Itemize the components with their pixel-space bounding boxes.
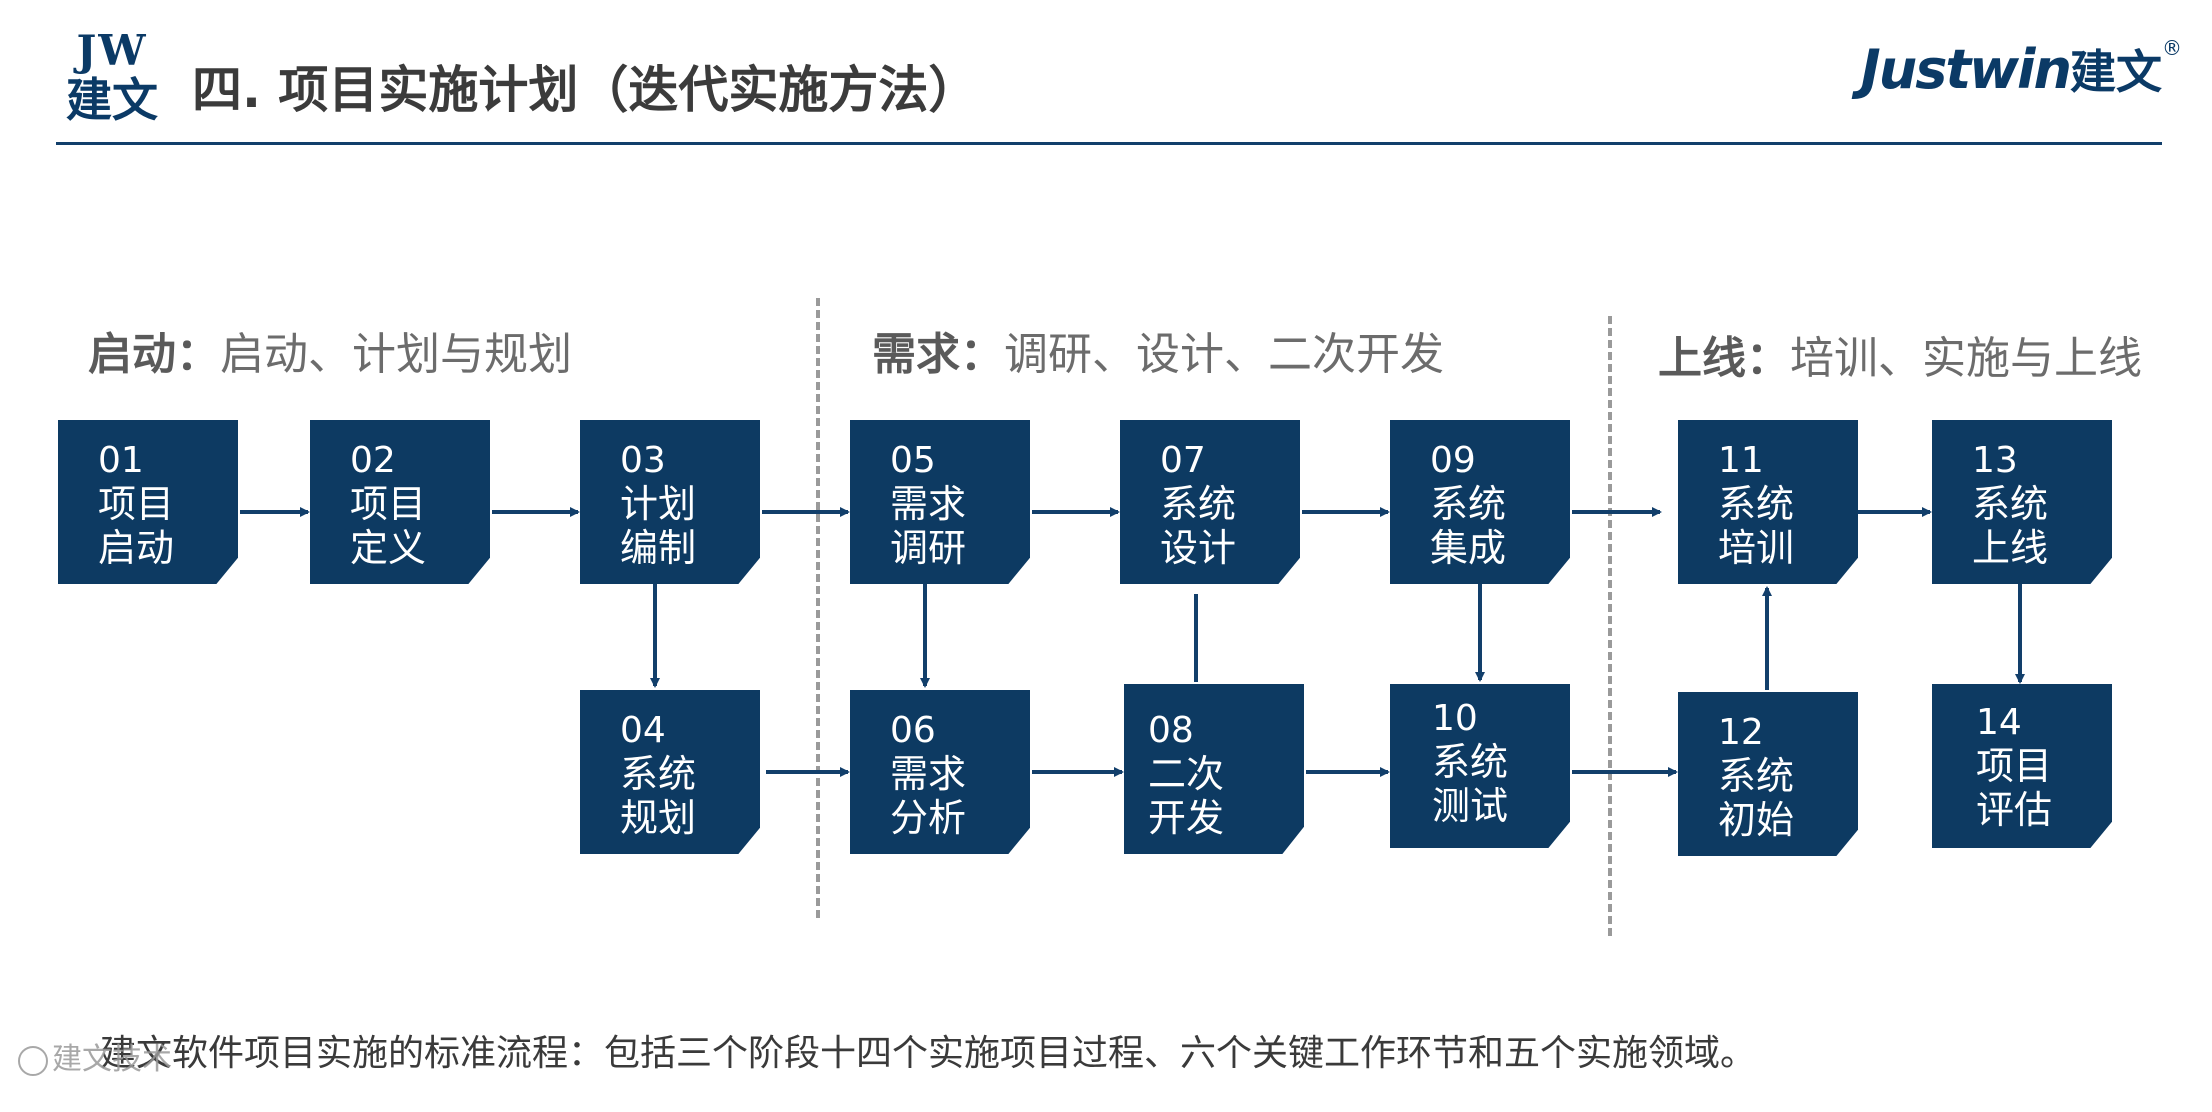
step-box-12: 12 系统 初始	[1678, 692, 1858, 856]
step-number: 14	[1976, 702, 2022, 743]
step-number: 13	[1972, 440, 2018, 481]
step-label-line1: 系统	[1430, 482, 1507, 526]
watermark-text: 建文技术	[52, 1042, 172, 1077]
step-label-line2: 规划	[620, 796, 697, 840]
step-number: 06	[890, 710, 936, 751]
step-number: 11	[1718, 440, 1764, 481]
step-number: 05	[890, 440, 936, 481]
phase-desc: 调研、设计、二次开发	[1004, 329, 1444, 380]
phase-divider-1	[816, 298, 820, 918]
step-label-line2: 上线	[1972, 526, 2049, 570]
step-label-line1: 系统	[1972, 482, 2049, 526]
step-number: 03	[620, 440, 666, 481]
step-label-line2: 开发	[1148, 796, 1225, 840]
step-label-line1: 系统	[620, 752, 697, 796]
step-number: 09	[1430, 440, 1476, 481]
step-label-line1: 二次	[1148, 752, 1225, 796]
step-label-line2: 分析	[890, 796, 967, 840]
phase-label-requirements: 需求：调研、设计、二次开发	[872, 318, 1444, 382]
step-box-14: 14 项目 评估	[1932, 684, 2112, 848]
logo-left-jw: JW	[76, 26, 148, 75]
page-title: 四. 项目实施计划（迭代实施方法）	[192, 61, 979, 119]
phase-name: 需求：	[872, 329, 1004, 380]
step-label-line2: 设计	[1160, 526, 1237, 570]
step-box-07: 07 系统 设计	[1120, 420, 1300, 584]
logo-left: JW 建文	[62, 26, 162, 127]
step-box-06: 06 需求 分析	[850, 690, 1030, 854]
step-label-line2: 启动	[98, 526, 175, 570]
step-label-line1: 系统	[1718, 754, 1795, 798]
step-box-13: 13 系统 上线	[1932, 420, 2112, 584]
phase-desc: 培训、实施与上线	[1790, 333, 2142, 384]
registered-mark: ®	[2162, 36, 2182, 60]
step-box-11: 11 系统 培训	[1678, 420, 1858, 584]
step-label-line1: 项目	[98, 482, 175, 526]
logo-left-cn: 建文	[66, 73, 158, 127]
step-label-line1: 项目	[1976, 744, 2053, 788]
phase-label-start: 启动：启动、计划与规划	[88, 318, 572, 382]
step-box-01: 01 项目 启动	[58, 420, 238, 584]
step-box-03: 03 计划 编制	[580, 420, 760, 584]
step-label-line1: 需求	[890, 482, 967, 526]
step-number: 04	[620, 710, 666, 751]
phase-name: 上线：	[1658, 333, 1790, 384]
step-label-line1: 需求	[890, 752, 967, 796]
step-label-line2: 评估	[1976, 788, 2053, 832]
footer-summary: 建文软件项目实施的标准流程：包括三个阶段十四个实施项目过程、六个关键工作环节和五…	[100, 1033, 1757, 1074]
step-box-02: 02 项目 定义	[310, 420, 490, 584]
step-label-line1: 项目	[350, 482, 427, 526]
step-number: 07	[1160, 440, 1206, 481]
step-number: 08	[1148, 710, 1194, 751]
step-label-line2: 定义	[350, 526, 427, 570]
step-number: 01	[98, 440, 144, 481]
logo-right: Justwin建文®	[1861, 36, 2182, 102]
step-number: 12	[1718, 712, 1764, 753]
step-label-line1: 系统	[1160, 482, 1237, 526]
header-divider	[56, 142, 2162, 145]
step-label-line1: 系统	[1718, 482, 1795, 526]
step-label-line1: 计划	[620, 482, 697, 526]
watermark-logo-icon	[18, 1045, 48, 1076]
step-number: 10	[1432, 698, 1478, 739]
step-label-line1: 系统	[1432, 740, 1509, 784]
logo-right-en: Justwin	[1860, 38, 2072, 101]
step-box-10: 10 系统 测试	[1390, 684, 1570, 848]
step-box-09: 09 系统 集成	[1390, 420, 1570, 584]
phase-divider-2	[1608, 316, 1612, 936]
step-box-04: 04 系统 规划	[580, 690, 760, 854]
step-label-line2: 初始	[1718, 798, 1795, 842]
phase-label-golive: 上线：培训、实施与上线	[1658, 322, 2142, 386]
step-number: 02	[350, 440, 396, 481]
step-box-08: 08 二次 开发	[1124, 684, 1304, 854]
phase-name: 启动：	[88, 329, 220, 380]
watermark: 建文技术	[18, 1034, 172, 1078]
logo-right-cn: 建文	[2070, 45, 2162, 99]
step-label-line2: 测试	[1432, 784, 1509, 828]
step-label-line2: 调研	[890, 526, 967, 570]
step-box-05: 05 需求 调研	[850, 420, 1030, 584]
step-label-line2: 培训	[1718, 526, 1795, 570]
step-label-line2: 编制	[620, 526, 697, 570]
phase-desc: 启动、计划与规划	[220, 329, 572, 380]
step-label-line2: 集成	[1430, 526, 1507, 570]
